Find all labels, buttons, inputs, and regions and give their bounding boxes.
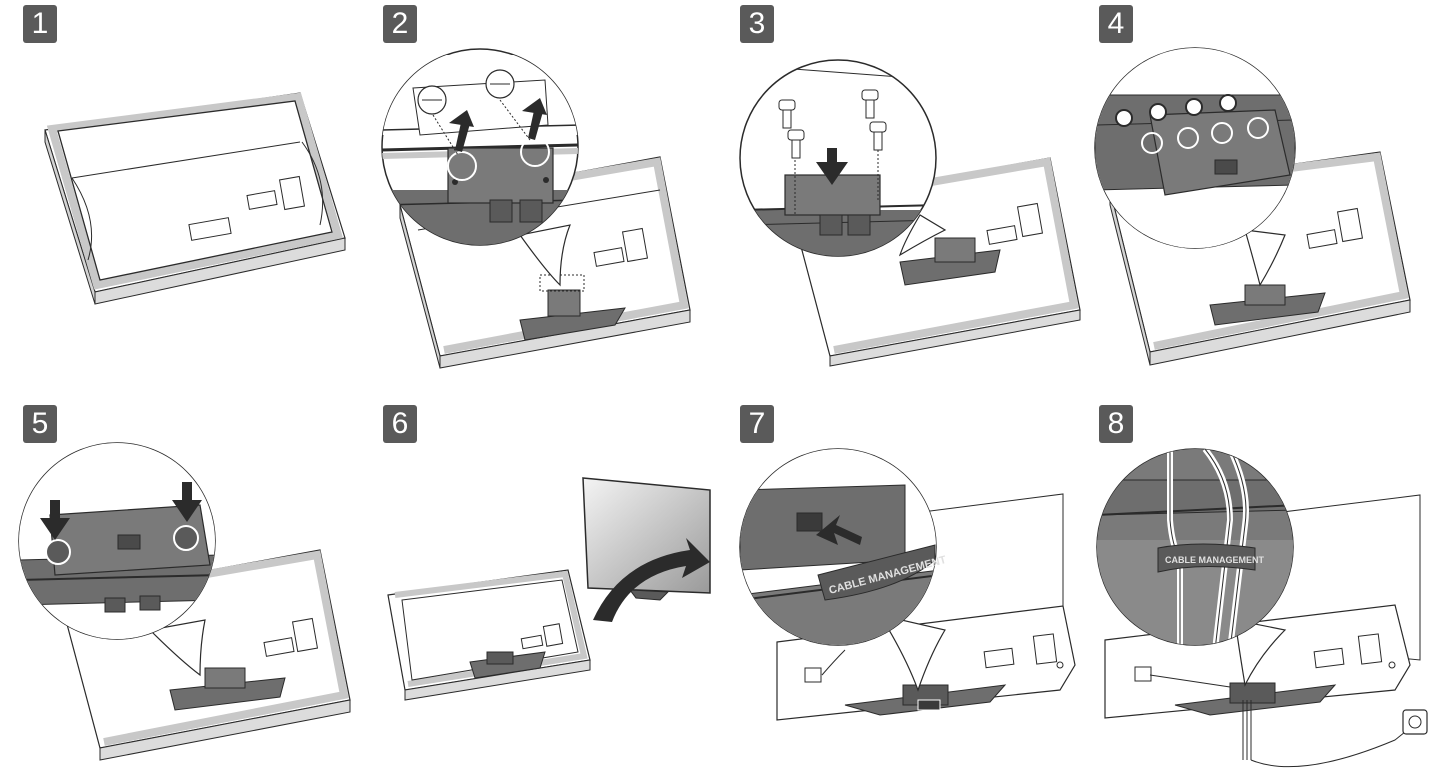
step-5-illustration: [19, 443, 350, 760]
step-3-illustration: [740, 60, 1080, 366]
step-4-illustration: [1095, 48, 1410, 365]
step-8-illustration: CABLE MANAGEMENT: [1097, 449, 1427, 767]
step-6-illustration: [388, 478, 710, 700]
step-2-illustration: [380, 49, 690, 368]
step-7-illustration: CABLE MANAGEMENT: [740, 449, 1075, 720]
step-1-illustration: [45, 93, 345, 304]
cable-management-label-2: CABLE MANAGEMENT: [1165, 555, 1264, 565]
